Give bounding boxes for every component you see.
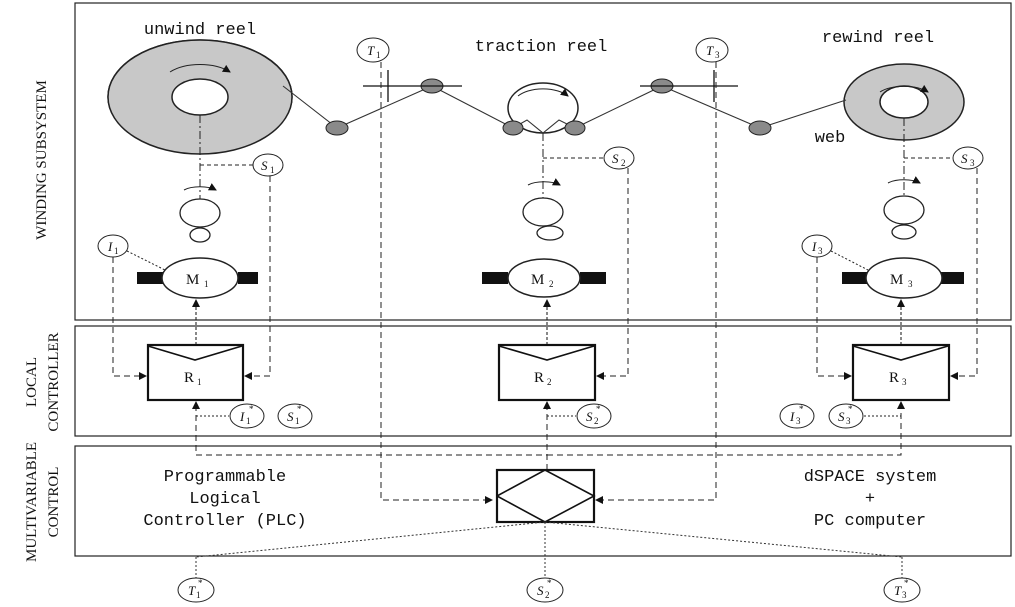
reference-s1-star: S 1 * xyxy=(277,403,313,429)
t1-signal-line xyxy=(380,62,493,504)
svg-text:*: * xyxy=(799,404,804,414)
svg-text:R: R xyxy=(184,370,194,386)
motor-m2: M 2 xyxy=(482,258,606,298)
reference-s2-star-bottom: S 2 * xyxy=(526,577,564,603)
svg-text:*: * xyxy=(547,578,552,588)
plc-line-2: Logical xyxy=(189,490,260,509)
winding-subsystem-label: WINDING SUBSYSTEM xyxy=(34,80,50,240)
dspace-line-2: + xyxy=(865,490,875,509)
reference-s2-star: S 2 * xyxy=(576,403,612,429)
reference-i1-star: I 1 * xyxy=(229,403,265,429)
svg-text:S: S xyxy=(838,409,845,424)
rewind-reel-label: rewind reel xyxy=(822,29,934,48)
reference-i3-star: I 3 * xyxy=(779,403,815,429)
traction-reel-label: traction reel xyxy=(475,38,608,57)
dspace-line-3: PC computer xyxy=(814,512,926,531)
svg-text:1: 1 xyxy=(295,416,300,426)
reference-s3-star: S 3 * xyxy=(828,403,864,429)
multivariable-control-label-1: MULTIVARIABLE xyxy=(24,442,40,562)
svg-text:M: M xyxy=(186,272,199,288)
regulator-r2: R 2 xyxy=(497,343,597,402)
reference-t1-star: T 1 * xyxy=(177,577,215,603)
svg-text:3: 3 xyxy=(846,416,851,426)
svg-text:S: S xyxy=(586,409,593,424)
svg-text:1: 1 xyxy=(197,377,202,387)
svg-text:T: T xyxy=(367,43,375,58)
t3-signal-line xyxy=(595,62,717,504)
plc-line-3: Controller (PLC) xyxy=(143,512,306,531)
svg-text:1: 1 xyxy=(196,590,201,600)
svg-text:3: 3 xyxy=(902,590,907,600)
plc-line-1: Programmable xyxy=(164,468,286,487)
svg-text:2: 2 xyxy=(594,416,599,426)
local-controller-label-1: LOCAL xyxy=(24,357,40,407)
svg-text:R: R xyxy=(889,370,899,386)
svg-text:T: T xyxy=(706,43,714,58)
speed-sensor-s1: S 1 xyxy=(252,153,284,177)
svg-text:T: T xyxy=(894,583,902,598)
svg-text:1: 1 xyxy=(270,165,275,175)
svg-text:*: * xyxy=(249,404,254,414)
svg-text:S: S xyxy=(612,151,619,166)
multivariable-control-label-2: CONTROL xyxy=(46,467,62,538)
svg-text:*: * xyxy=(297,404,302,414)
svg-text:2: 2 xyxy=(547,377,552,387)
speed-sensor-s2: S 2 xyxy=(603,146,635,170)
svg-text:M: M xyxy=(531,272,544,288)
svg-text:I: I xyxy=(789,409,795,424)
svg-text:2: 2 xyxy=(549,279,554,289)
svg-text:M: M xyxy=(890,272,903,288)
tension-sensor-t1: T 1 xyxy=(356,37,390,63)
multivariable-control-frame xyxy=(74,445,1012,557)
svg-text:*: * xyxy=(596,404,601,414)
svg-text:S: S xyxy=(261,158,268,173)
svg-text:*: * xyxy=(848,404,853,414)
motor-m1: M 1 xyxy=(137,257,258,299)
svg-text:3: 3 xyxy=(818,246,823,256)
svg-text:3: 3 xyxy=(902,377,907,387)
svg-text:R: R xyxy=(534,370,544,386)
reference-t3-star: T 3 * xyxy=(883,577,921,603)
current-sensor-i3: I 3 xyxy=(801,234,869,271)
motor-m3: M 3 xyxy=(842,257,964,299)
svg-text:3: 3 xyxy=(908,279,913,289)
svg-text:3: 3 xyxy=(970,158,975,168)
svg-text:1: 1 xyxy=(204,279,209,289)
svg-text:S: S xyxy=(537,583,544,598)
tension-sensor-t3: T 3 xyxy=(695,37,729,63)
web-label: web xyxy=(815,129,846,148)
svg-text:1: 1 xyxy=(246,416,251,426)
local-controller-label-2: CONTROLLER xyxy=(46,332,62,431)
svg-text:3: 3 xyxy=(715,50,720,60)
unwind-reel-label: unwind reel xyxy=(144,21,256,40)
rewind-reel xyxy=(843,63,965,141)
unwind-reel xyxy=(107,39,293,155)
dspace-line-1: dSPACE system xyxy=(804,468,937,487)
svg-text:3: 3 xyxy=(796,416,801,426)
current-sensor-i1: I 1 xyxy=(97,234,166,271)
regulator-r1: R 1 xyxy=(146,343,245,402)
svg-text:I: I xyxy=(811,239,817,254)
svg-text:T: T xyxy=(188,583,196,598)
svg-text:I: I xyxy=(239,409,245,424)
svg-text:2: 2 xyxy=(545,590,550,600)
multivariable-controller-block xyxy=(495,468,596,524)
local-controller-frame xyxy=(74,325,1012,437)
winding-subsystem-frame xyxy=(74,2,1012,321)
svg-text:S: S xyxy=(961,151,968,166)
svg-text:*: * xyxy=(198,578,203,588)
svg-text:S: S xyxy=(287,409,294,424)
speed-sensor-s3: S 3 xyxy=(952,146,984,170)
svg-text:2: 2 xyxy=(621,158,626,168)
svg-text:*: * xyxy=(904,578,909,588)
regulator-r3: R 3 xyxy=(851,343,951,402)
svg-text:I: I xyxy=(107,239,113,254)
idler-rollers xyxy=(325,78,772,136)
svg-text:1: 1 xyxy=(376,50,381,60)
svg-text:1: 1 xyxy=(114,246,119,256)
